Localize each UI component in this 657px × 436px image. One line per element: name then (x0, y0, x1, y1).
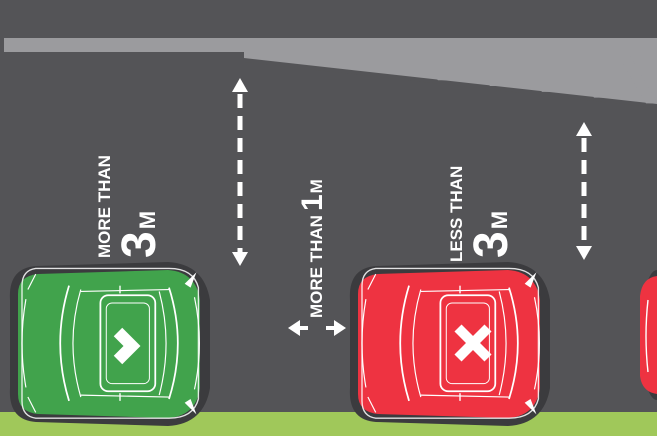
car-body (640, 276, 657, 394)
green-car (10, 262, 210, 426)
road-edge-line (4, 38, 657, 52)
left-gap-prefix: MORE THAN (95, 155, 114, 258)
red-car (350, 262, 550, 426)
partial-red-car (640, 270, 657, 400)
right-gap-prefix: LESS THAN (447, 166, 466, 262)
